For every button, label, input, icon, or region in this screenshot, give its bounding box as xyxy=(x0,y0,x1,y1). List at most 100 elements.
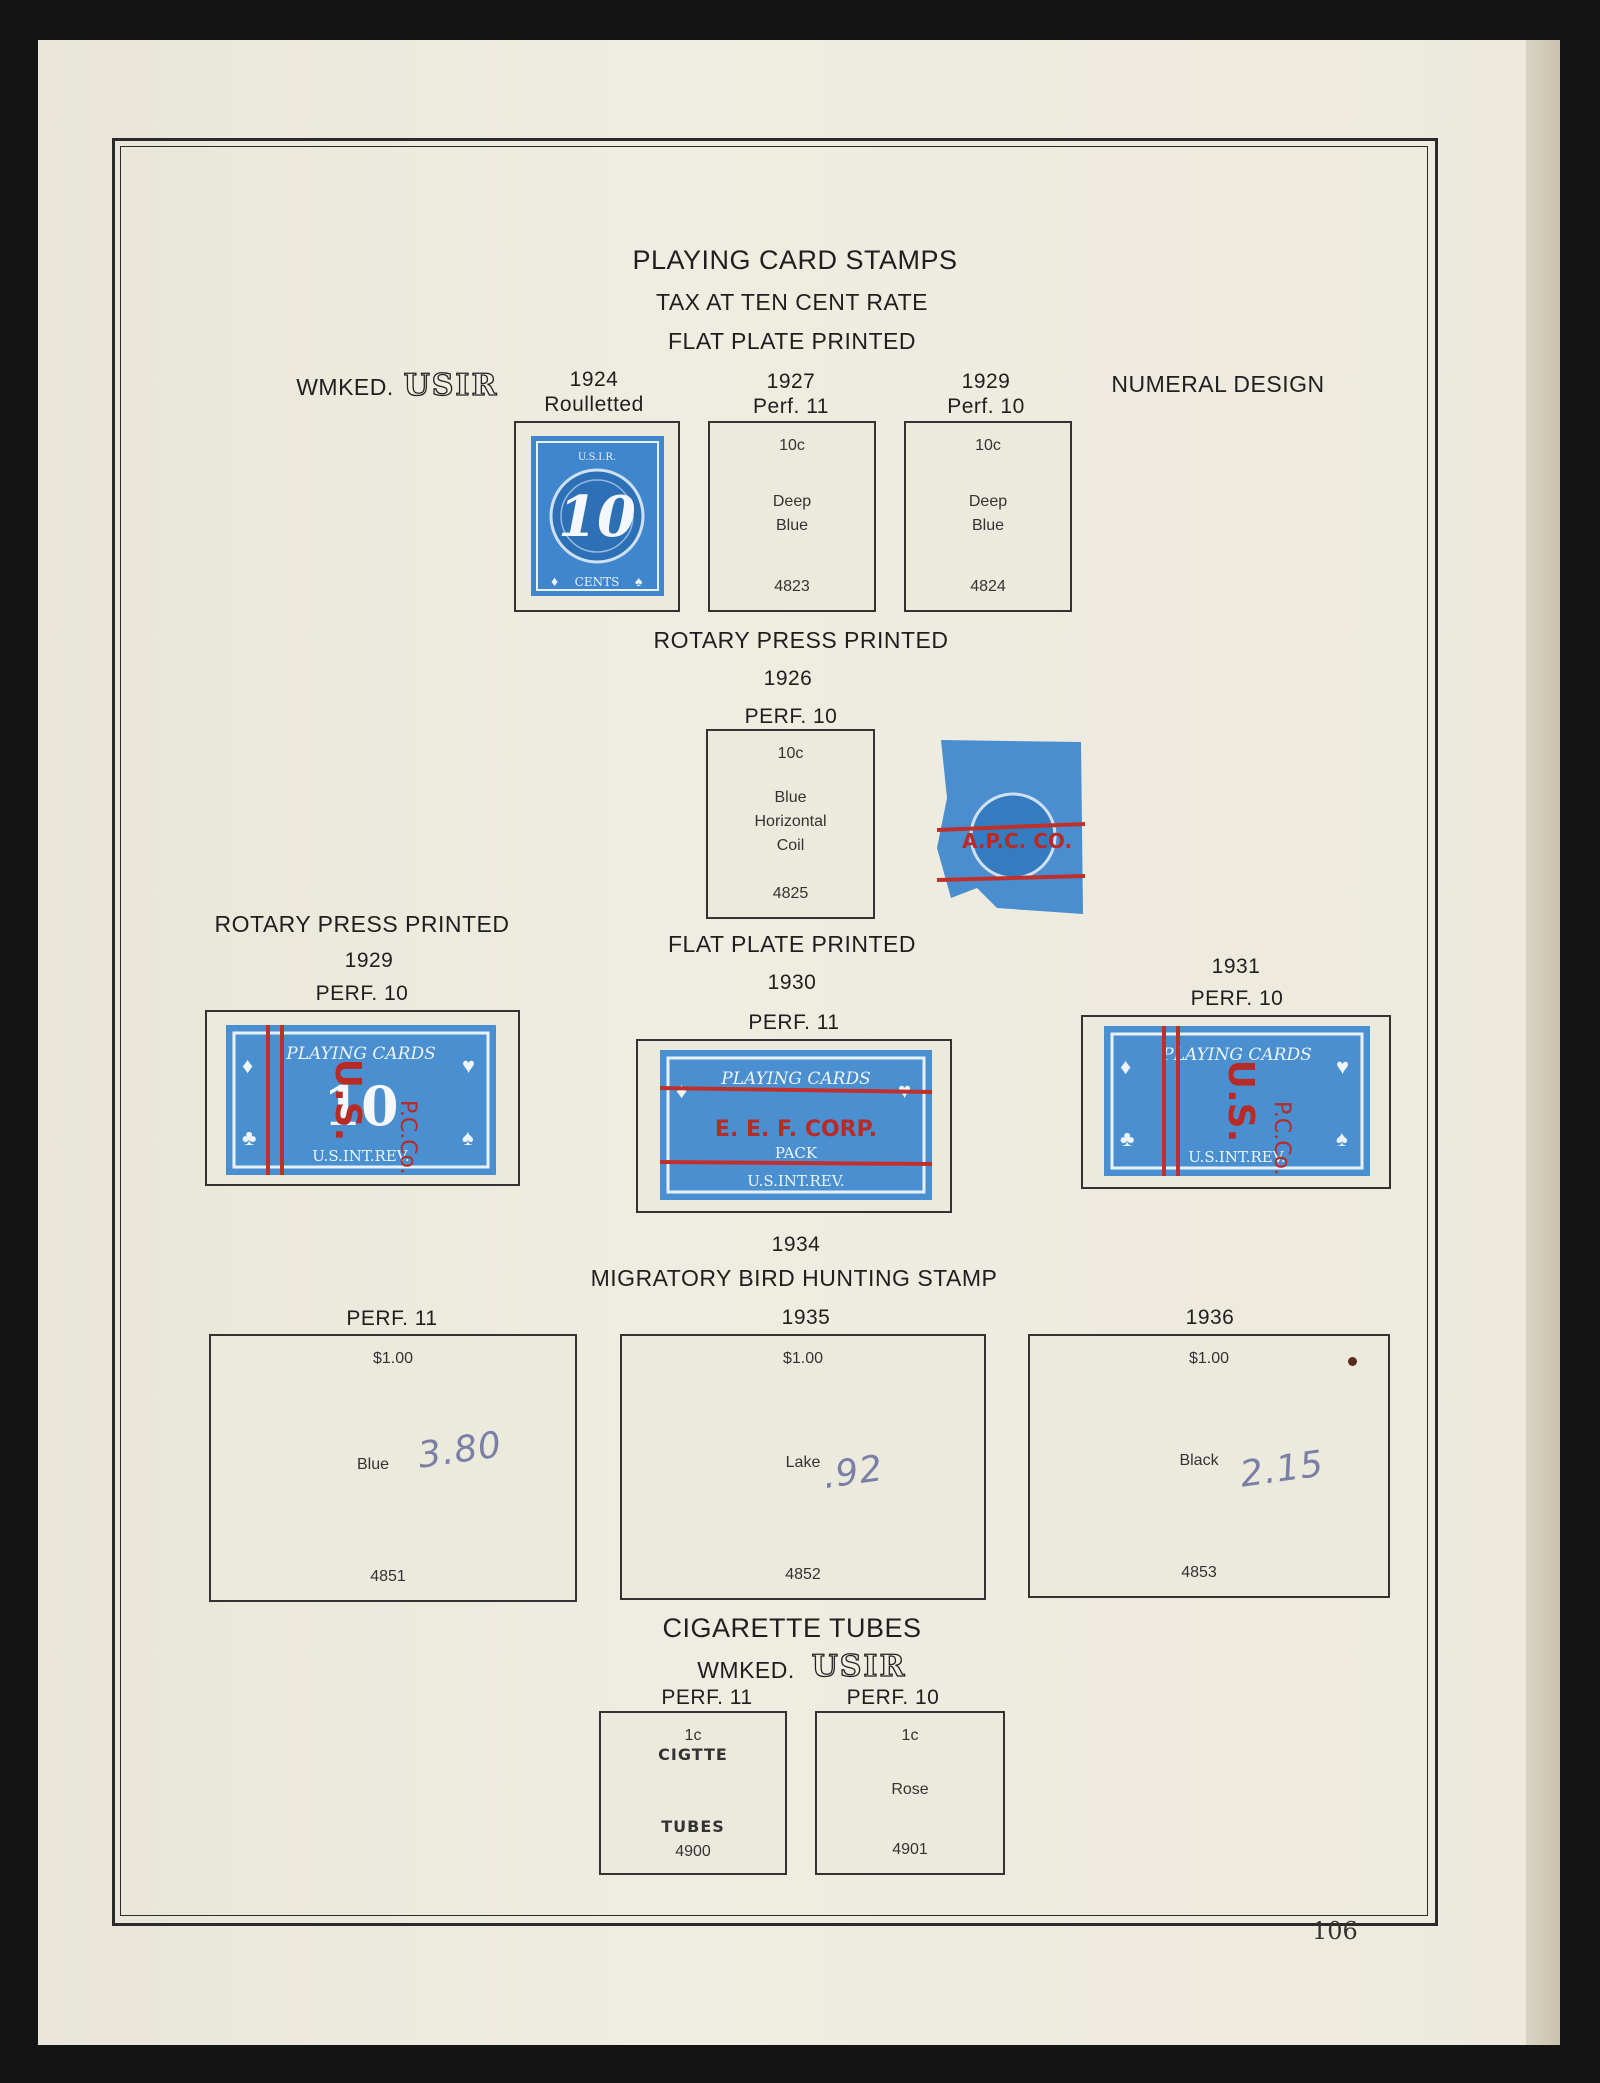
catalog-number: 4851 xyxy=(370,1568,406,1585)
page-border-inner xyxy=(120,146,1428,1916)
ink-spot xyxy=(1348,1357,1357,1366)
overprint-pcc: P.C.Co. xyxy=(1269,1101,1294,1176)
page-border-outer xyxy=(112,138,1438,1926)
handwritten-price: .92 xyxy=(820,1448,886,1497)
overprint-apc: A.P.C. CO. xyxy=(962,829,1072,853)
migratory-label-2: 1935 xyxy=(781,1306,831,1329)
stamp-color-line1: Blue xyxy=(774,789,807,806)
year-1929-rotary: 1929 xyxy=(344,949,394,972)
stamp-playing-cards-text: PLAYING CARDS xyxy=(720,1069,870,1089)
stamp-color: Black xyxy=(1179,1452,1219,1469)
stamp-space-4900: 1c CIGTTE TUBES 4900 xyxy=(599,1711,787,1875)
perf-11-1927: Perf. 11 xyxy=(753,395,829,418)
wmked-label: WMKED. xyxy=(296,374,394,400)
cigarette-wmked-label: WMKED. xyxy=(697,1657,795,1683)
overprint-us: U.S. xyxy=(327,1059,368,1142)
overprint-pcc: P.C.Co. xyxy=(395,1100,420,1175)
year-1931: 1931 xyxy=(1211,955,1261,978)
stamp-value: $1.00 xyxy=(1188,1350,1230,1367)
stamp-space-4852: $1.00 Lake 4852 xyxy=(620,1334,986,1600)
stamp-color-line3: Coil xyxy=(776,837,805,854)
migratory-label-1: PERF. 11 xyxy=(346,1307,438,1330)
catalog-number: 4900 xyxy=(675,1843,711,1860)
stamp-space-4823: 10c Deep Blue 4823 xyxy=(708,421,876,612)
catalog-number: 4823 xyxy=(774,578,810,595)
stamp-value: 10c xyxy=(779,437,805,454)
stamp-int-rev-text: U.S.INT.REV. xyxy=(312,1147,409,1165)
year-1934: 1934 xyxy=(771,1233,821,1256)
year-1927: 1927 xyxy=(766,370,816,393)
svg-text:♠: ♠ xyxy=(635,573,643,589)
damaged-numeral-stamp-image: A.P.C. CO. xyxy=(937,740,1085,914)
svg-text:♥: ♥ xyxy=(462,1053,475,1078)
svg-text:10: 10 xyxy=(323,1074,398,1138)
perf-10-1926: PERF. 10 xyxy=(744,705,838,728)
migratory-label-3: 1936 xyxy=(1185,1306,1235,1329)
page-number: 106 xyxy=(1312,1917,1358,1945)
stamp-playing-cards-text: PLAYING CARDS xyxy=(1161,1045,1311,1065)
stamp-cents-text: CENTS xyxy=(575,575,620,589)
stamp-color-line1: Deep xyxy=(772,493,812,510)
svg-text:♣: ♣ xyxy=(1120,1126,1134,1151)
stamp-space-4853: $1.00 Black 4853 xyxy=(1028,1334,1390,1598)
stamp-color: Blue xyxy=(356,1456,390,1473)
stamp-value: 1c xyxy=(901,1727,919,1744)
stamp-pack-text: PACK xyxy=(775,1144,818,1162)
svg-text:♠: ♠ xyxy=(1336,1126,1348,1151)
stamp-space-4825: 10c Blue Horizontal Coil 4825 xyxy=(706,729,875,919)
perf-10-rotary-1929: PERF. 10 xyxy=(315,982,409,1005)
perf-roulletted: Roulletted xyxy=(544,393,644,416)
stamp-int-rev-text: U.S.INT.REV. xyxy=(1188,1148,1285,1166)
stamp-color-line1: Deep xyxy=(968,493,1008,510)
flat-plate-heading-1930: FLAT PLATE PRINTED xyxy=(668,931,916,957)
stamp-space-4824: 10c Deep Blue 4824 xyxy=(904,421,1072,612)
numeral-design-label: NUMERAL DESIGN xyxy=(1111,371,1325,397)
catalog-number: 4853 xyxy=(1181,1564,1217,1581)
stamp-value: 1c xyxy=(684,1727,702,1744)
playing-card-stamp-1929-image: PLAYING CARDS 10 U.S.INT.REV. ♦ ♣ ♥ ♠ U.… xyxy=(226,1025,496,1175)
stamp-space-4901: 1c Rose 4901 xyxy=(815,1711,1005,1875)
svg-text:10: 10 xyxy=(558,484,636,550)
playing-card-stamp-1930-image: PLAYING CARDS PACK U.S.INT.REV. ♦ ♥ E. E… xyxy=(660,1050,932,1200)
stamp-text-cigtte: CIGTTE xyxy=(658,1745,728,1764)
section-heading-rotary: ROTARY PRESS PRINTED xyxy=(653,627,949,653)
stamp-value: $1.00 xyxy=(782,1350,824,1367)
year-1926: 1926 xyxy=(763,667,813,690)
rotary-heading-1929: ROTARY PRESS PRINTED xyxy=(214,911,510,937)
catalog-number: 4824 xyxy=(970,578,1006,595)
svg-text:♥: ♥ xyxy=(1336,1054,1349,1079)
svg-text:♦: ♦ xyxy=(242,1053,253,1078)
section-heading-flat-plate: FLAT PLATE PRINTED xyxy=(668,328,916,354)
playing-card-stamp-1931-image: PLAYING CARDS U.S.INT.REV. ♦ ♣ ♥ ♠ U.S. … xyxy=(1104,1026,1370,1176)
year-1930: 1930 xyxy=(767,971,817,994)
year-1929: 1929 xyxy=(961,370,1011,393)
cigarette-usir-text: USIR xyxy=(811,1648,907,1684)
svg-text:♦: ♦ xyxy=(1120,1054,1131,1079)
perf-10-1929: Perf. 10 xyxy=(947,395,1025,418)
migratory-heading: MIGRATORY BIRD HUNTING STAMP xyxy=(590,1265,998,1291)
stamp-value: $1.00 xyxy=(372,1350,414,1367)
stamp-text-tubes: TUBES xyxy=(661,1817,725,1836)
stamp-playing-cards-text: PLAYING CARDS xyxy=(285,1044,435,1064)
usir-watermark-text: USIR xyxy=(403,367,499,403)
stamp-int-rev-text: U.S.INT.REV. xyxy=(747,1172,844,1190)
cigarette-heading: CIGARETTE TUBES xyxy=(662,1613,922,1643)
stamp-color: Lake xyxy=(785,1454,821,1471)
stamp-color: Rose xyxy=(891,1781,929,1798)
stamp-color-line2: Blue xyxy=(971,517,1005,534)
svg-text:♦: ♦ xyxy=(551,573,558,589)
page-subtitle: TAX AT TEN CENT RATE xyxy=(656,289,928,315)
perf-10-1931: PERF. 10 xyxy=(1190,987,1284,1010)
stamp-color-line2: Blue xyxy=(775,517,809,534)
catalog-number: 4825 xyxy=(772,885,809,902)
svg-text:♠: ♠ xyxy=(462,1125,474,1150)
catalog-number: 4901 xyxy=(892,1841,928,1858)
overprint-us: U.S. xyxy=(1220,1060,1261,1143)
stamp-color-line2: Horizontal xyxy=(754,813,827,830)
svg-text:♣: ♣ xyxy=(242,1125,256,1150)
year-1924: 1924 xyxy=(569,368,619,391)
cigarette-perf-10: PERF. 10 xyxy=(846,1686,940,1709)
stamp-usir-text: U.S.I.R. xyxy=(578,452,616,463)
stamp-value: 10c xyxy=(777,745,804,762)
catalog-number: 4852 xyxy=(785,1566,821,1583)
